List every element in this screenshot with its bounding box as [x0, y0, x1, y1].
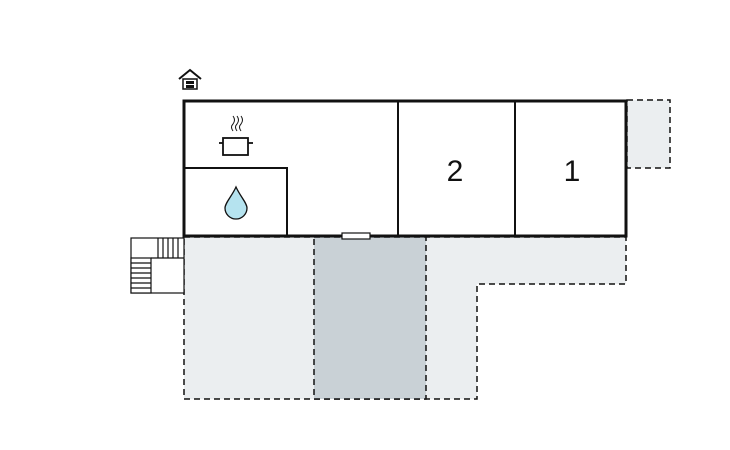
- covered-terrace-area: [313, 236, 427, 400]
- side-terrace-area: [626, 99, 671, 169]
- wall-bathroom: [185, 167, 288, 236]
- room-number-1: 1: [564, 155, 581, 188]
- house-entrance-icon: [178, 68, 202, 90]
- entrance-door: [341, 232, 371, 240]
- water-drop-icon: [224, 185, 248, 220]
- cooking-pot-icon: [219, 115, 253, 156]
- room-number-2: 2: [447, 155, 464, 188]
- stairs: [130, 237, 185, 294]
